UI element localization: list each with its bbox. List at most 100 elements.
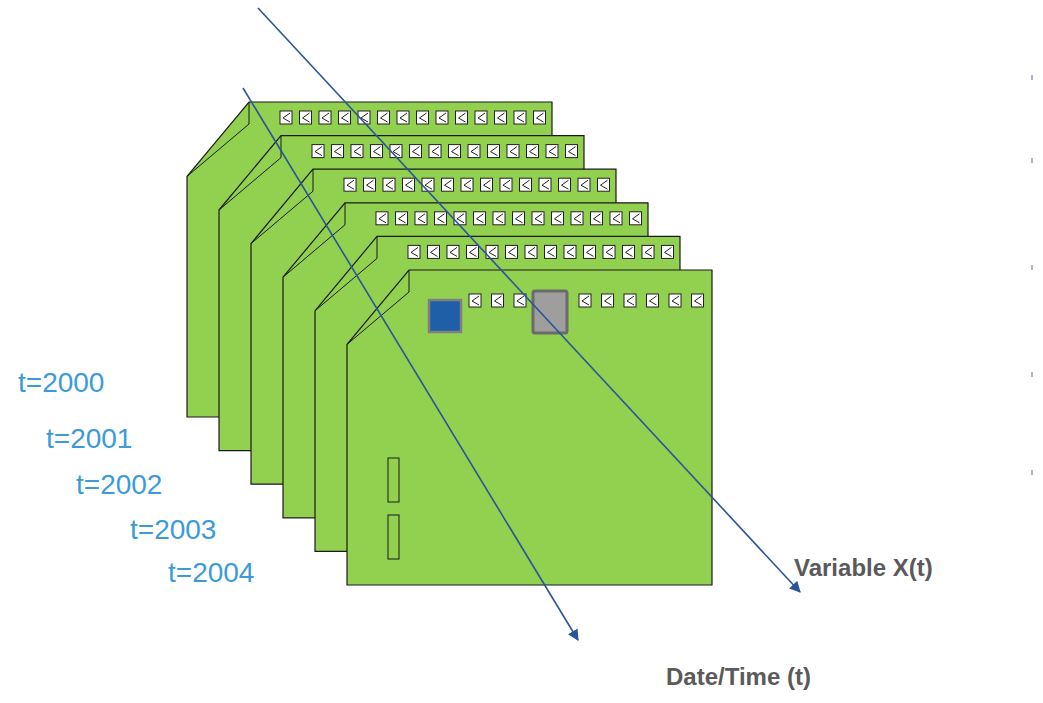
data-cell xyxy=(571,212,583,225)
cell-mark xyxy=(581,180,588,189)
cell-mark xyxy=(439,113,446,122)
data-cell xyxy=(493,212,505,225)
year-label: t=2004 xyxy=(166,558,256,588)
data-cell xyxy=(692,294,704,307)
data-cell xyxy=(469,294,481,307)
data-cell xyxy=(662,245,674,258)
cell-mark xyxy=(425,180,432,189)
data-cell xyxy=(442,178,454,191)
data-cell xyxy=(332,145,344,158)
cell-mark xyxy=(517,296,524,305)
cell-mark xyxy=(450,247,457,256)
axis-label: Variable X(t) xyxy=(792,555,935,581)
data-cell xyxy=(429,145,441,158)
cell-mark xyxy=(567,247,574,256)
data-cell xyxy=(339,111,351,124)
data-cell xyxy=(481,178,493,191)
data-cell xyxy=(642,245,654,258)
cell-mark xyxy=(605,296,612,305)
axis-label: Date/Time (t) xyxy=(664,664,813,690)
page-sheet xyxy=(347,270,712,585)
cell-mark xyxy=(606,247,613,256)
variable-cell xyxy=(533,291,567,333)
cell-mark xyxy=(464,180,471,189)
data-cell xyxy=(539,178,551,191)
data-cell xyxy=(623,245,635,258)
data-cell xyxy=(546,145,558,158)
cell-mark xyxy=(491,147,498,156)
data-cell xyxy=(603,245,615,258)
cell-mark xyxy=(381,113,388,122)
cell-mark xyxy=(386,180,393,189)
year-label: t=2001 xyxy=(44,424,134,454)
data-cell xyxy=(602,294,614,307)
data-cell xyxy=(312,145,324,158)
cell-mark xyxy=(438,214,445,223)
data-cell xyxy=(376,212,388,225)
row-cell xyxy=(388,458,399,502)
cell-mark xyxy=(445,180,452,189)
page-outline xyxy=(347,270,712,585)
cell-mark xyxy=(587,247,594,256)
data-cell xyxy=(468,145,480,158)
data-cell xyxy=(461,178,473,191)
cell-mark xyxy=(562,180,569,189)
data-cell xyxy=(495,111,507,124)
data-cell xyxy=(584,245,596,258)
page-stack xyxy=(187,102,712,585)
cell-mark xyxy=(594,214,601,223)
cell-mark xyxy=(510,147,517,156)
cell-mark xyxy=(496,214,503,223)
cell-mark xyxy=(347,180,354,189)
data-cell xyxy=(564,245,576,258)
year-label: t=2000 xyxy=(16,368,106,398)
data-cell xyxy=(383,178,395,191)
cell-mark xyxy=(645,247,652,256)
data-cell xyxy=(371,145,383,158)
data-cell xyxy=(474,212,486,225)
data-cell xyxy=(566,145,578,158)
cell-mark xyxy=(530,147,537,156)
data-cell xyxy=(624,294,636,307)
cell-mark xyxy=(431,247,438,256)
data-cell xyxy=(610,212,622,225)
cell-mark xyxy=(411,247,418,256)
cell-mark xyxy=(478,113,485,122)
data-cell xyxy=(500,178,512,191)
data-cell xyxy=(300,111,312,124)
data-cell xyxy=(467,245,479,258)
data-cell xyxy=(532,212,544,225)
cell-mark xyxy=(303,113,310,122)
cell-mark xyxy=(457,214,464,223)
data-cell xyxy=(579,294,591,307)
page-fold xyxy=(251,169,313,243)
data-cell xyxy=(351,145,363,158)
data-cell xyxy=(422,178,434,191)
data-cell xyxy=(488,145,500,158)
cell-mark xyxy=(470,247,477,256)
year-label: t=2003 xyxy=(128,515,218,545)
cell-mark xyxy=(517,113,524,122)
data-cell xyxy=(447,245,459,258)
cell-mark xyxy=(549,147,556,156)
data-cell xyxy=(410,145,422,158)
cell-mark xyxy=(574,214,581,223)
data-cell xyxy=(344,178,356,191)
cell-mark xyxy=(471,147,478,156)
cell-mark xyxy=(542,180,549,189)
data-cell xyxy=(520,178,532,191)
data-cell xyxy=(514,111,526,124)
data-cell xyxy=(456,111,468,124)
data-cell xyxy=(552,212,564,225)
page-fold xyxy=(187,102,249,176)
cell-mark xyxy=(477,214,484,223)
cell-mark xyxy=(537,113,544,122)
data-cell xyxy=(545,245,557,258)
data-cell xyxy=(507,145,519,158)
cell-mark xyxy=(420,113,427,122)
data-cell xyxy=(364,178,376,191)
cell-mark xyxy=(516,214,523,223)
page-fold xyxy=(347,270,409,344)
